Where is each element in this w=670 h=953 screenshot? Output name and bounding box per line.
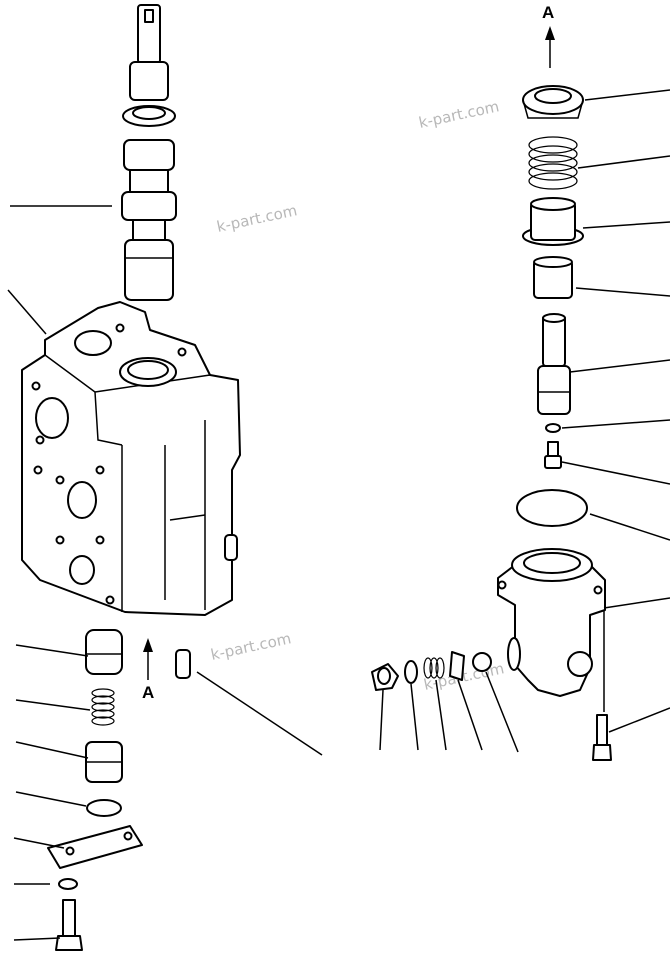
- leader-lines-right: [379, 89, 670, 753]
- watermarks: k-part.com k-part.com k-part.com k-part.…: [209, 97, 506, 694]
- valve-housing: [497, 548, 606, 712]
- leader-lines-left: [7, 205, 112, 941]
- mounting-bolt: [592, 714, 612, 761]
- view-arrow-a-left: A: [142, 638, 154, 702]
- watermark: k-part.com: [209, 629, 293, 664]
- watermark: k-part.com: [215, 201, 299, 236]
- plug-fitting: [175, 649, 191, 679]
- relief-valve-stack: [47, 629, 143, 951]
- watermark: k-part.com: [417, 97, 501, 132]
- view-label-a: A: [142, 683, 154, 702]
- plug-parts-row: [371, 651, 492, 691]
- view-label-a: A: [542, 3, 554, 22]
- valve-body: [21, 301, 241, 616]
- spool-assembly: [121, 4, 177, 301]
- right-upper-stack: A: [516, 3, 588, 527]
